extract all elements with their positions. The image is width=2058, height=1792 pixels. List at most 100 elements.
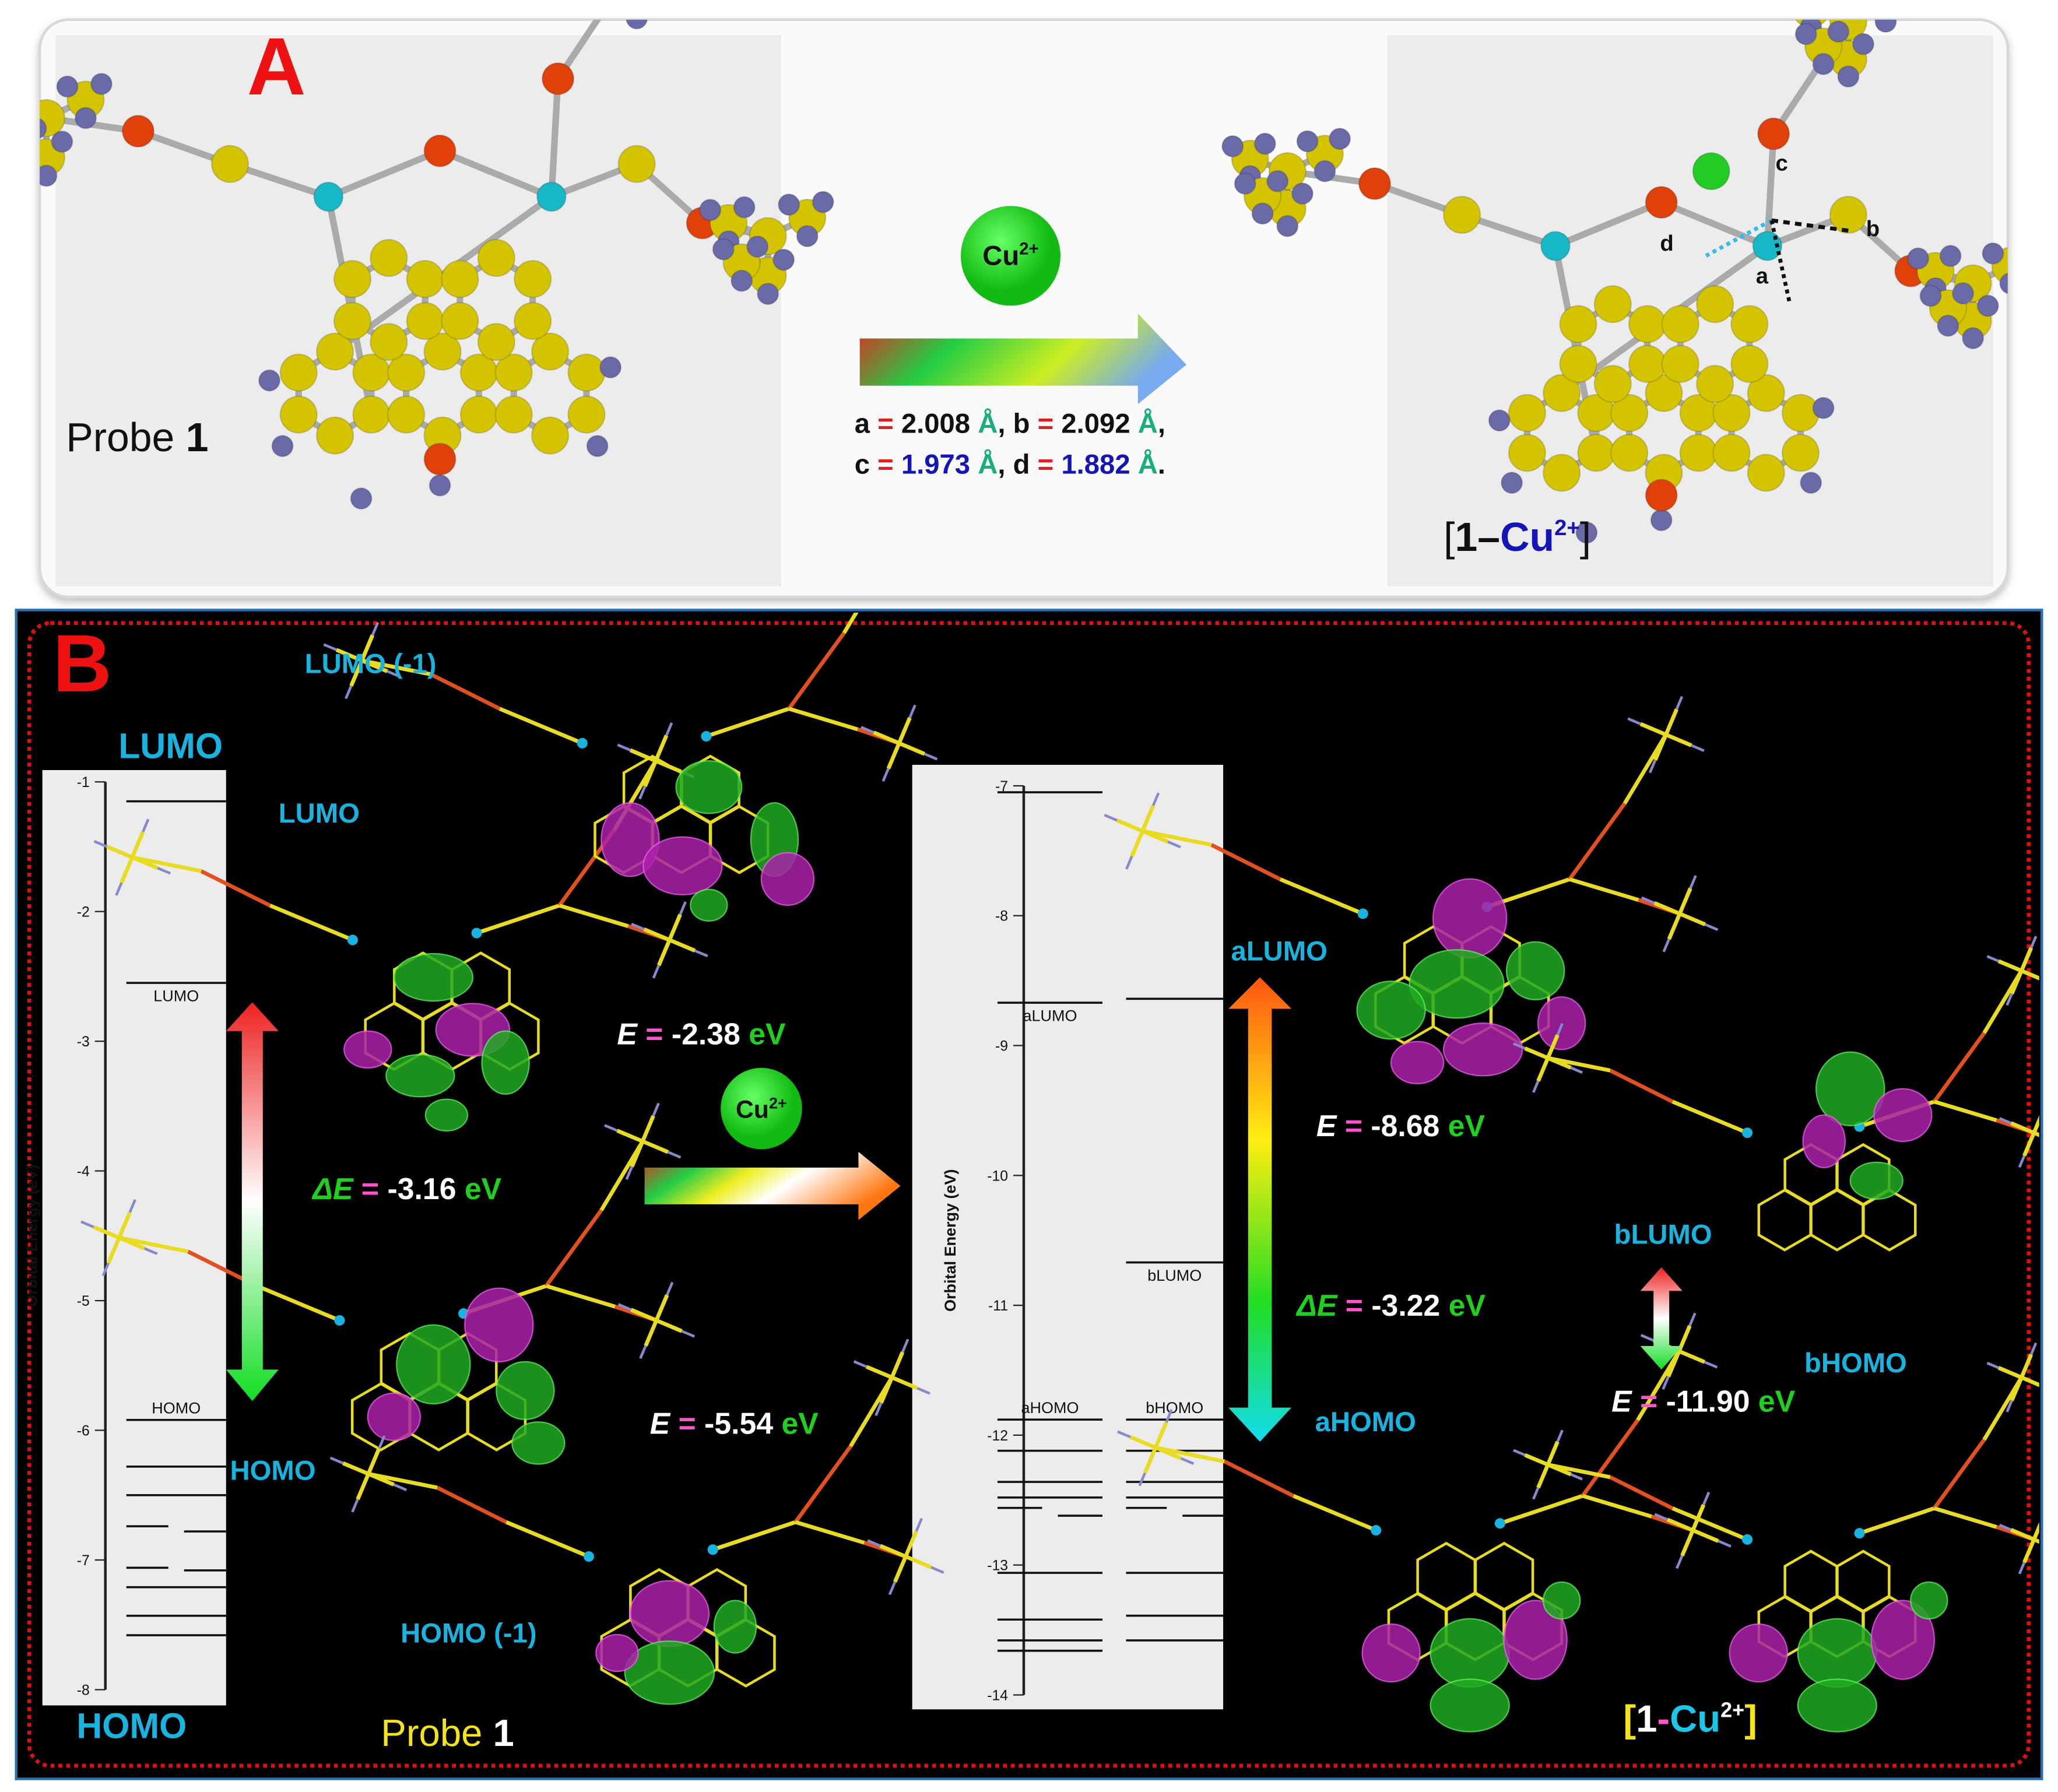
carbon-atom (370, 322, 408, 361)
stick (1581, 1419, 1639, 1497)
carbon-atom (1610, 393, 1649, 433)
nitrogen-atom (536, 181, 567, 212)
hydrogen-atom (1951, 282, 1975, 305)
hydrogen-atom (1939, 244, 1962, 268)
carbon-atom (1610, 434, 1649, 472)
hydrogen-stick (371, 621, 380, 636)
hydrogen-stick (1704, 923, 1719, 932)
bond-lengths-line-1: a = 2.008 Å, b = 2.092 Å, (855, 408, 1165, 440)
hydrogen-stick (1702, 1491, 1711, 1506)
y-tick-label: -14 (987, 1688, 1008, 1703)
stick (361, 658, 388, 673)
dotted-border (27, 621, 2031, 1768)
hydrogen-atom (56, 75, 79, 98)
carbon-atom (1593, 364, 1632, 403)
stick (1933, 1032, 1986, 1103)
nitrogen (707, 1544, 718, 1555)
bond-d-value: 1.882 (1061, 449, 1130, 480)
y-tick-label: -11 (988, 1298, 1008, 1314)
carbon-atom (1781, 434, 1820, 472)
stick (1933, 1438, 1986, 1510)
orbital-lobe-positive (1910, 1581, 1948, 1620)
hydrogen-atom (1874, 19, 1897, 33)
stick (2010, 1376, 2024, 1401)
stick (2010, 1528, 2035, 1541)
stick (2032, 1522, 2039, 1541)
hydrogen-atom (796, 224, 819, 248)
carbon-atom (210, 145, 250, 183)
oxygen-atom (541, 62, 575, 96)
hydrogen-stick (652, 965, 661, 979)
hydrogen-stick (1999, 1117, 2012, 1125)
bond (548, 78, 561, 197)
bond-label-c: c (1775, 151, 1787, 176)
stick (1609, 1475, 1674, 1510)
bond (1660, 199, 1769, 250)
carbon-atom (40, 99, 66, 138)
lumo-energy: E = -2.38 eV (617, 1017, 786, 1050)
stick (1666, 1350, 1681, 1378)
hydrogen-stick (1513, 1449, 1526, 1457)
hydrogen-stick (351, 1498, 359, 1513)
carbon-atom (592, 0, 629, 5)
stick (349, 659, 364, 687)
nitrogen (1742, 1534, 1753, 1545)
y-tick-label: -6 (77, 1424, 90, 1439)
orbital-lobe-negative (1503, 1600, 1568, 1680)
orbital-lobe-positive (1797, 1618, 1877, 1688)
hydrogen-atom (271, 434, 294, 458)
orbital-lobe-negative (367, 1392, 421, 1442)
hydrogen-stick (625, 1166, 633, 1180)
stick (643, 927, 670, 942)
hydrogen-stick (2045, 1387, 2056, 1392)
carbon-atom (441, 301, 479, 340)
carbon-atom (1442, 195, 1481, 234)
hydrogen-stick (1986, 1361, 1999, 1369)
y-tick-label: -8 (995, 909, 1008, 925)
hydrogen-stick (1640, 1334, 1655, 1342)
carbon-atom (477, 238, 515, 277)
orbital-lobe-negative (343, 1030, 392, 1069)
stick (1678, 887, 1692, 915)
carbon-atom (279, 353, 318, 392)
hydrogen-stick (1718, 1540, 1732, 1548)
hydrogen-atom (1794, 23, 1817, 45)
cu-charge: 2+ (1019, 240, 1038, 259)
nitrogen (1742, 1127, 1753, 1139)
hydrogen-stick (901, 1338, 909, 1353)
stick (1140, 804, 1156, 832)
hydrogen-atom (1858, 0, 1879, 2)
hydrogen-atom (1488, 409, 1511, 432)
hydrogen-atom (812, 191, 834, 213)
stick (879, 1376, 894, 1404)
alumo-label: aLUMO (1231, 936, 1327, 967)
y-tick-label: -7 (77, 1553, 90, 1569)
stick (643, 760, 658, 788)
hydrogen-stick (1570, 1473, 1583, 1481)
hydrogen-stick (888, 1581, 897, 1596)
carbon-atom (406, 259, 444, 298)
probe-label-text: Probe (66, 414, 186, 460)
hydrogen-atom (40, 117, 47, 140)
carbon-atom (494, 395, 533, 434)
bond (327, 147, 441, 200)
hydrogen-atom (9, 152, 30, 173)
stick (1665, 733, 1692, 747)
hydrogen-stick (1662, 1376, 1670, 1390)
homo-label: HOMO (230, 1455, 316, 1486)
hydrogen-stick (667, 1151, 682, 1159)
stick (1547, 1463, 1572, 1477)
hydrogen-stick (617, 743, 631, 751)
stick (118, 1235, 189, 1254)
nitrogen (1357, 908, 1368, 919)
hydrogen-stick (1662, 939, 1670, 953)
bond-b-value: 2.092 (1061, 409, 1130, 440)
stick (559, 904, 629, 928)
stick (795, 1520, 865, 1545)
hydrogen-atom (1328, 127, 1351, 150)
y-tick-label: -9 (995, 1039, 1008, 1055)
bond-a-value: 2.008 (901, 409, 970, 440)
hydrogen-stick (1675, 695, 1684, 710)
stick (905, 1554, 932, 1569)
hydrogen-atom (1837, 65, 1860, 88)
